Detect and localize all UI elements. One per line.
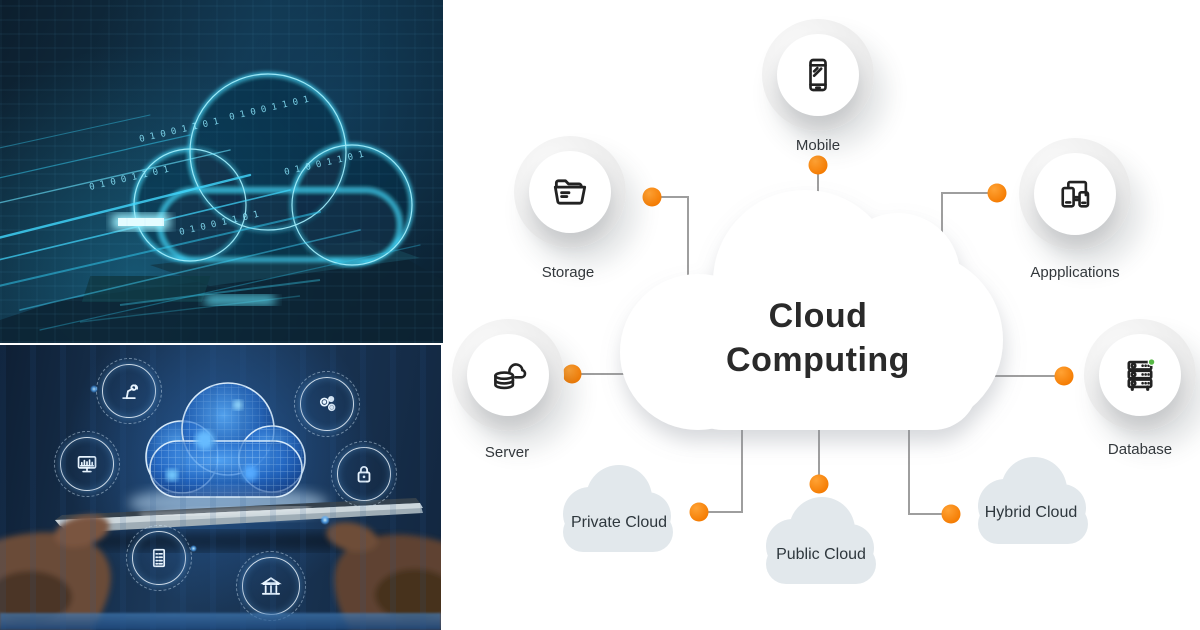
diagram-art (562, 155, 1088, 584)
node-applications (1019, 138, 1131, 250)
label-public-cloud: Public Cloud (776, 546, 866, 563)
status-dot (1147, 358, 1156, 366)
monitor-icon (54, 431, 120, 497)
node-applications-disc (1034, 153, 1116, 235)
public-cloud-shape (766, 497, 876, 584)
sparkle (190, 545, 197, 552)
tablet-hologram-art (0, 382, 441, 630)
checklist-icon (126, 525, 192, 591)
title-line-1: Cloud (768, 297, 868, 335)
node-storage (514, 136, 626, 248)
smartphone-icon (809, 58, 827, 92)
bank-icon (236, 551, 306, 621)
hands (0, 514, 441, 630)
cloud-type-shapes (563, 457, 1088, 584)
data-streaks (0, 114, 421, 331)
photo-tablet-hologram (0, 345, 441, 630)
svg-text:0 1 0 0 1 1 0 1: 0 1 0 0 1 1 0 1 (228, 95, 309, 123)
main-cloud-shape (620, 190, 1003, 430)
node-database (1084, 319, 1196, 431)
cloud-server-icon (494, 363, 527, 390)
tablet (55, 498, 423, 551)
hologram-cloud (128, 382, 328, 519)
node-database-disc (1099, 334, 1181, 416)
svg-text:0 1 0 0 1 1 0 1: 0 1 0 0 1 1 0 1 (283, 150, 364, 178)
padlock-icon (331, 441, 397, 507)
sparkle (90, 385, 98, 393)
sparkle (320, 515, 330, 525)
connector-dots (562, 155, 1074, 524)
label-database: Database (1107, 441, 1173, 458)
table-edge (0, 613, 441, 630)
label-applications: Appplications (1030, 264, 1120, 281)
circuit-platform (0, 240, 443, 343)
hybrid-cloud-shape (978, 457, 1088, 544)
server-rack-icon (1127, 358, 1156, 391)
label-mobile: Mobile (795, 137, 841, 154)
title-line-2: Computing (726, 341, 910, 379)
label-storage: Storage (541, 264, 595, 281)
node-mobile-disc (777, 34, 859, 116)
node-server-disc (467, 334, 549, 416)
node-mobile (762, 19, 874, 131)
cloud-computing-diagram: Cloud Computing (443, 0, 1200, 630)
gears-icon (294, 371, 360, 437)
robot-arm-icon (96, 358, 162, 424)
connector-lines (581, 174, 1055, 515)
label-private-cloud: Private Cloud (570, 514, 668, 531)
private-cloud-shape (563, 465, 673, 552)
svg-text:0 1 0 0 1 1 0 1: 0 1 0 0 1 1 0 1 (88, 165, 169, 193)
binary-texture: 0 1 0 0 1 1 0 1 0 1 0 0 1 1 0 1 0 1 0 0 … (88, 95, 364, 238)
diagram-title: Cloud Computing (665, 294, 971, 382)
photo-digital-cloud: 0 1 0 0 1 1 0 1 0 1 0 0 1 1 0 1 0 1 0 0 … (0, 0, 443, 343)
label-hybrid-cloud: Hybrid Cloud (984, 504, 1078, 521)
digital-cloud-art: 0 1 0 0 1 1 0 1 0 1 0 0 1 1 0 1 0 1 0 0 … (0, 72, 443, 343)
open-folder-icon (553, 179, 587, 205)
node-storage-disc (529, 151, 611, 233)
glowing-cloud-shape (132, 72, 414, 267)
svg-text:0 1 0 0 1 1 0 1: 0 1 0 0 1 1 0 1 (178, 210, 259, 238)
label-server: Server (484, 444, 530, 461)
node-server (452, 319, 564, 431)
devices-icon (1061, 180, 1090, 208)
svg-text:0 1 0 0 1 1 0 1: 0 1 0 0 1 1 0 1 (138, 117, 219, 145)
